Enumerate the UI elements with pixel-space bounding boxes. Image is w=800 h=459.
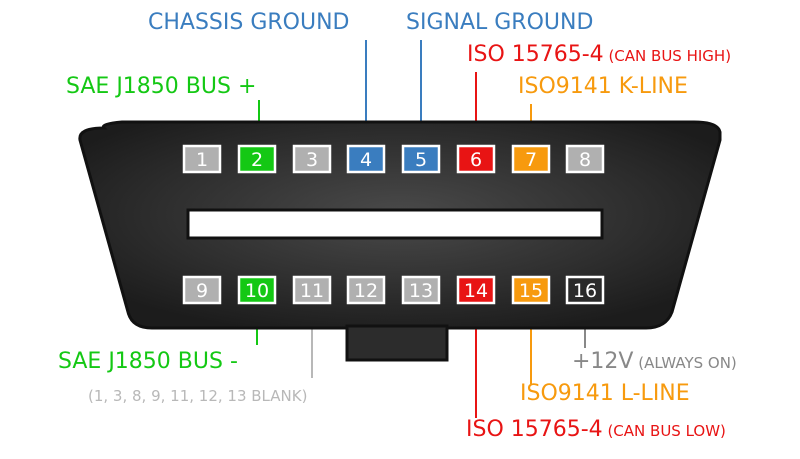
iso15765-high-main: ISO 15765-4 <box>467 42 604 67</box>
chassis-ground-text: CHASSIS GROUND <box>148 10 350 35</box>
top-pin-1: 1 <box>182 144 222 174</box>
top-pin-6: 6 <box>456 144 496 174</box>
iso15765-low-sub: (CAN BUS LOW) <box>602 422 726 440</box>
pin-number: 11 <box>300 280 324 302</box>
pin-box <box>182 275 222 305</box>
pin-box <box>565 275 605 305</box>
pin-box <box>456 275 496 305</box>
iso15765-high-label: ISO 15765-4 (CAN BUS HIGH) <box>467 42 731 69</box>
pin-box <box>456 144 496 174</box>
pin-number: 16 <box>573 280 597 302</box>
plus12v-main: +12V <box>572 349 634 374</box>
pin-number: 10 <box>245 280 269 302</box>
iso9141-k-label: ISO9141 K-LINE <box>518 74 688 100</box>
sae-plus-text: SAE J1850 BUS + <box>66 74 257 99</box>
iso15765-low-main: ISO 15765-4 <box>466 417 603 442</box>
blank-note-label: (1, 3, 8, 9, 11, 12, 13 BLANK) <box>88 383 307 409</box>
sae-minus-text: SAE J1850 BUS - <box>58 349 238 374</box>
iso9141-k-text: ISO9141 K-LINE <box>518 74 688 99</box>
pin-number: 14 <box>464 280 488 302</box>
pin-box <box>401 144 441 174</box>
chassis-ground-label: CHASSIS GROUND <box>148 10 349 36</box>
iso9141-l-label: ISO9141 L-LINE <box>520 381 690 407</box>
pin-box <box>237 275 277 305</box>
bottom-pin-14: 14 <box>456 275 496 305</box>
pin-number: 7 <box>525 149 537 171</box>
top-pin-8: 8 <box>565 144 605 174</box>
bottom-pin-13: 13 <box>401 275 441 305</box>
pin-number: 13 <box>409 280 433 302</box>
pin-box <box>401 275 441 305</box>
pin-number: 15 <box>519 280 543 302</box>
bottom-pin-16: 16 <box>565 275 605 305</box>
pin-number: 9 <box>196 280 208 302</box>
signal-ground-text: SIGNAL GROUND <box>406 10 594 35</box>
top-pin-3: 3 <box>292 144 332 174</box>
iso15765-low-label: ISO 15765-4 (CAN BUS LOW) <box>466 417 726 444</box>
top-pin-2: 2 <box>237 144 277 174</box>
pin-number: 1 <box>196 149 208 171</box>
bottom-pin-15: 15 <box>511 275 551 305</box>
top-pin-5: 5 <box>401 144 441 174</box>
sae-plus-label: SAE J1850 BUS + <box>66 74 256 100</box>
bottom-pin-10: 10 <box>237 275 277 305</box>
bottom-pin-12: 12 <box>346 275 386 305</box>
connector-tab <box>345 324 449 362</box>
top-pin-4: 4 <box>346 144 386 174</box>
pin-number: 2 <box>251 149 263 171</box>
pin-number: 12 <box>354 280 378 302</box>
bottom-pin-9: 9 <box>182 275 222 305</box>
pin-number: 5 <box>415 149 427 171</box>
signal-ground-label: SIGNAL GROUND <box>406 10 593 36</box>
center-slot <box>186 208 604 240</box>
plus12v-label: +12V (ALWAYS ON) <box>572 349 737 376</box>
blank-note-text: (1, 3, 8, 9, 11, 12, 13 BLANK) <box>88 387 308 405</box>
pin-box <box>346 275 386 305</box>
iso9141-l-text: ISO9141 L-LINE <box>520 381 690 406</box>
pin-number: 8 <box>579 149 591 171</box>
iso15765-high-sub: (CAN BUS HIGH) <box>603 47 732 65</box>
pin-box <box>565 144 605 174</box>
plus12v-sub: (ALWAYS ON) <box>633 354 737 372</box>
pin-box <box>511 144 551 174</box>
pin-number: 6 <box>470 149 482 171</box>
pin-number: 4 <box>360 149 372 171</box>
pin-box <box>292 144 332 174</box>
pin-box <box>511 275 551 305</box>
pin-box <box>237 144 277 174</box>
top-pin-7: 7 <box>511 144 551 174</box>
pin-box <box>346 144 386 174</box>
pin-box <box>292 275 332 305</box>
pin-box <box>182 144 222 174</box>
pin-number: 3 <box>306 149 318 171</box>
sae-minus-label: SAE J1850 BUS - <box>58 349 238 375</box>
bottom-pin-11: 11 <box>292 275 332 305</box>
